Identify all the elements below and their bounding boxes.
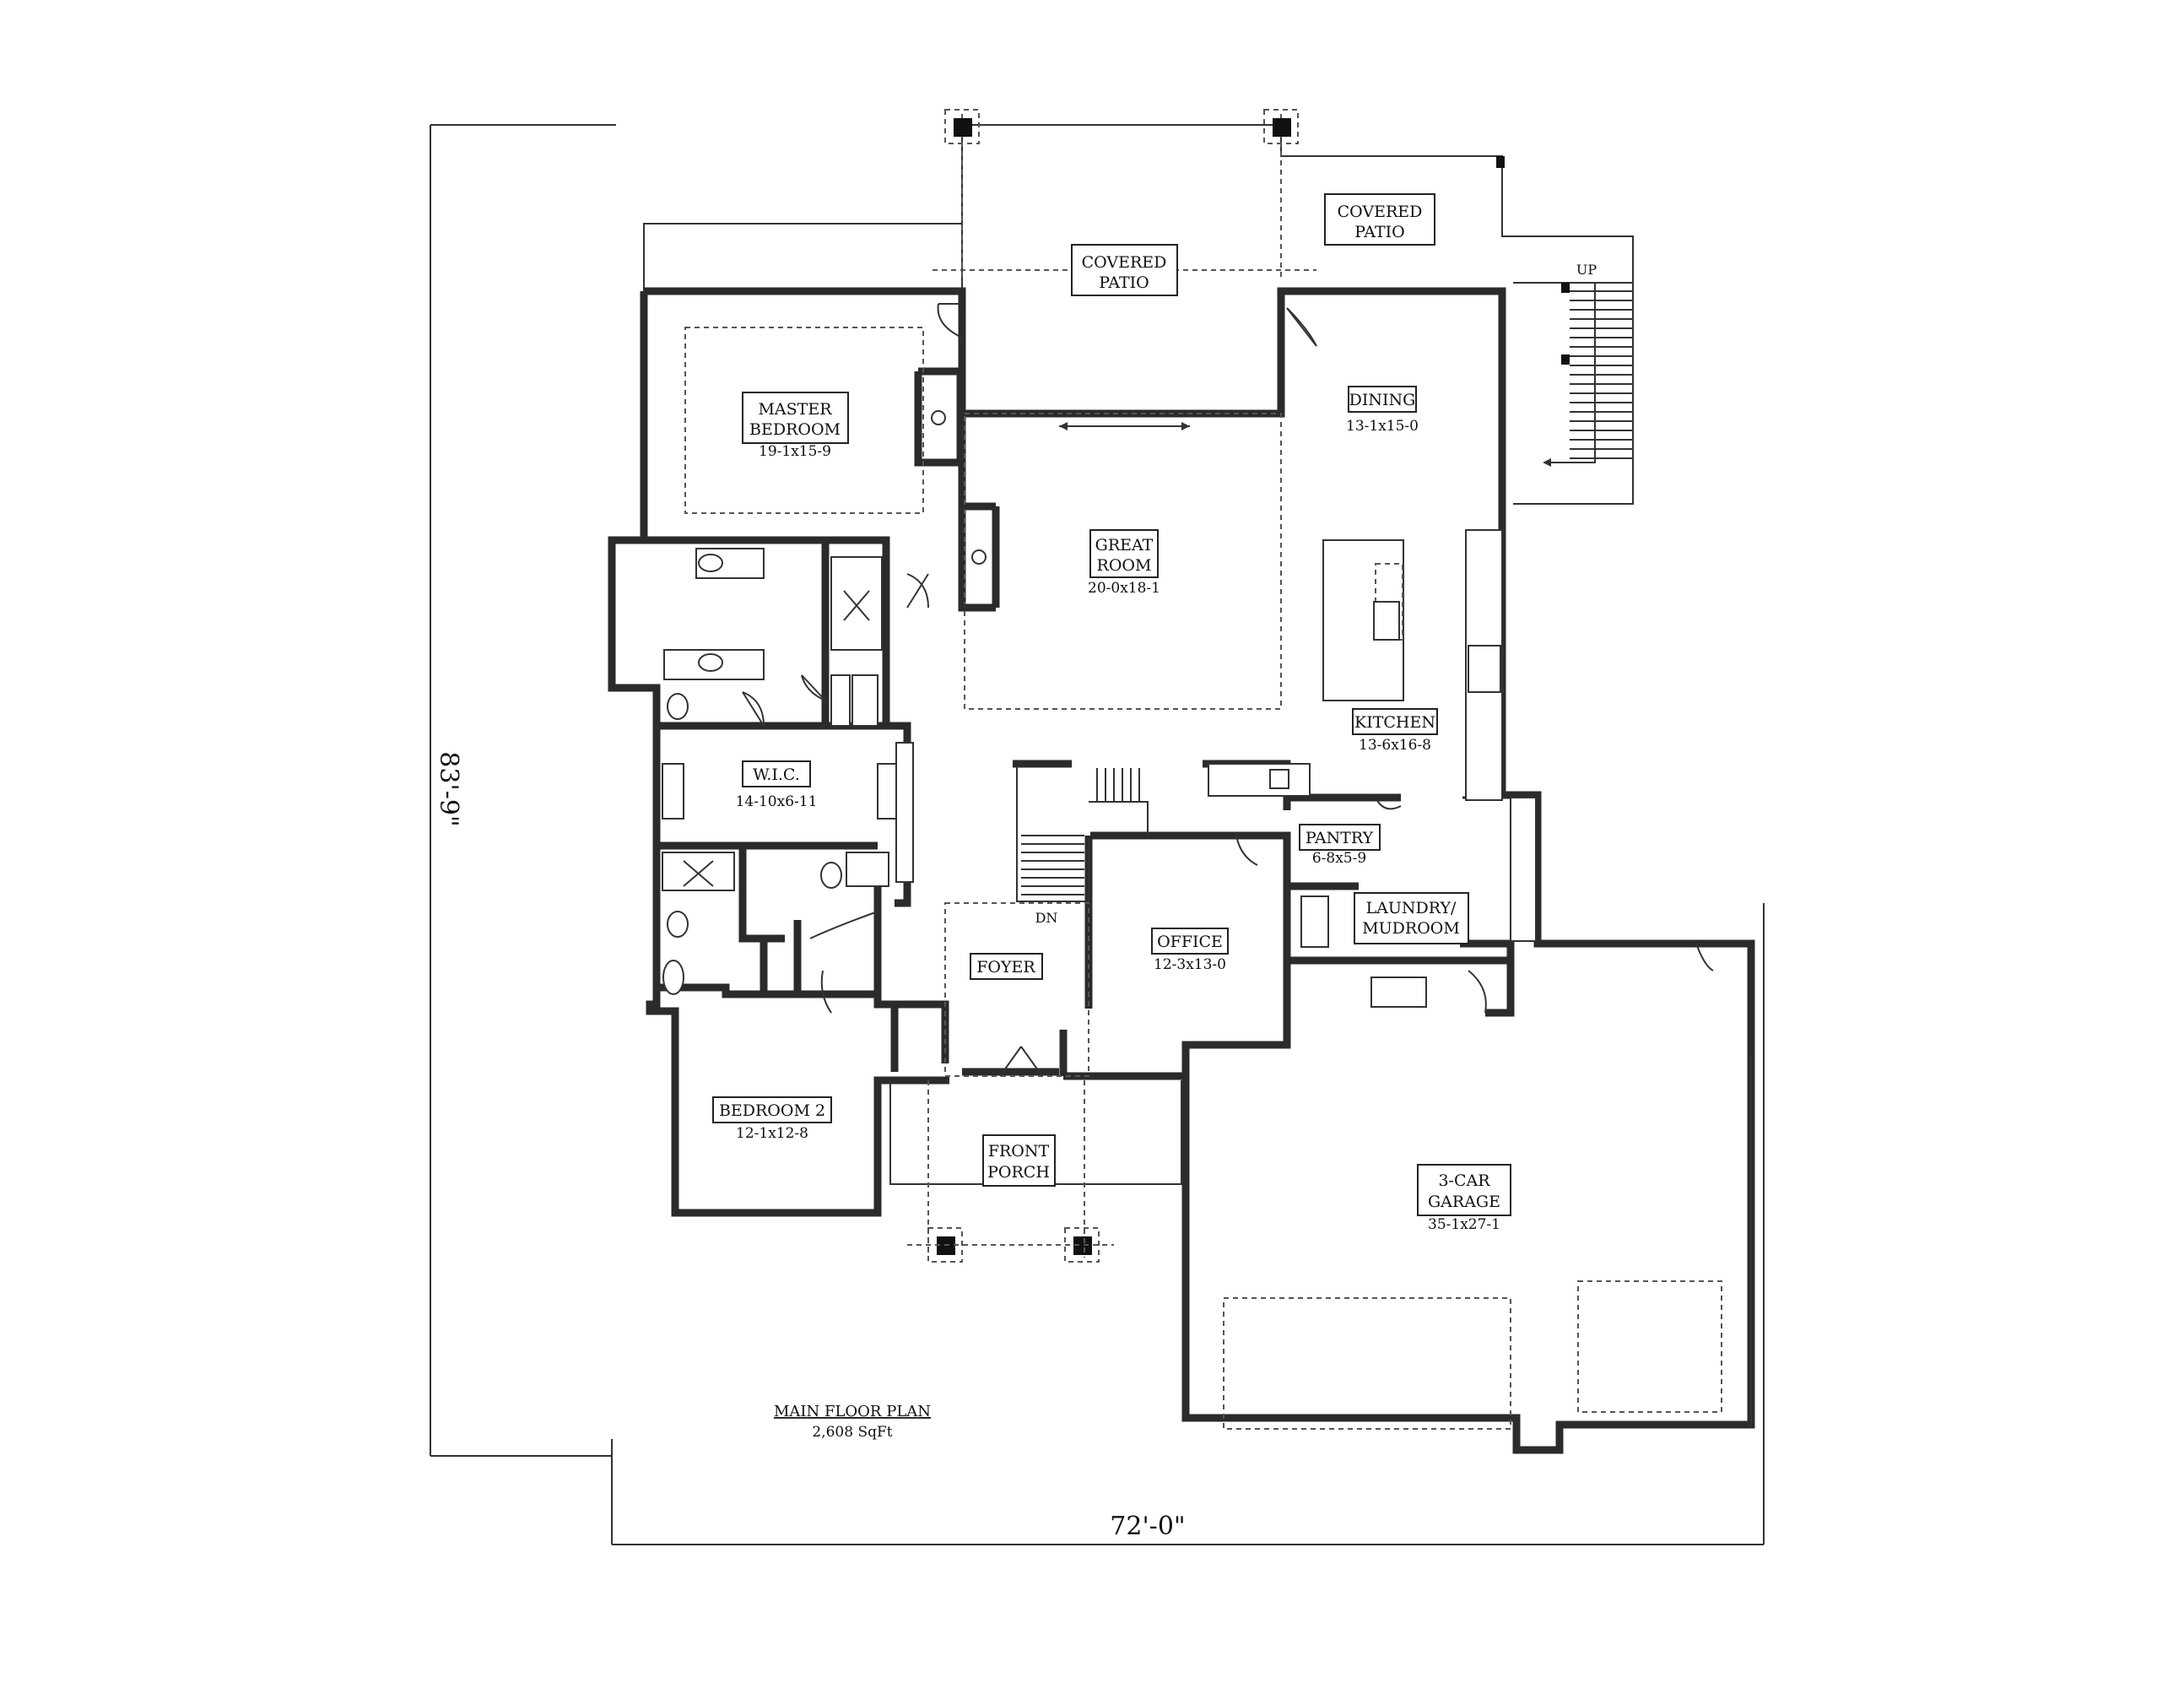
svg-text:35-1x27-1: 35-1x27-1 xyxy=(1428,1216,1500,1233)
svg-text:12-1x12-8: 12-1x12-8 xyxy=(736,1125,808,1142)
svg-text:W.I.C.: W.I.C. xyxy=(753,766,800,784)
svg-text:PORCH: PORCH xyxy=(987,1163,1050,1182)
fireplace-icon xyxy=(931,410,946,425)
svg-text:DINING: DINING xyxy=(1349,391,1416,409)
great-room-features xyxy=(964,413,1537,942)
post xyxy=(944,109,980,144)
toilet-icon xyxy=(820,862,842,889)
post xyxy=(1263,109,1299,144)
svg-text:COVERED: COVERED xyxy=(1082,253,1167,272)
stair-up-label: UP xyxy=(1576,262,1597,278)
svg-text:ROOM: ROOM xyxy=(1097,556,1152,575)
svg-text:13-1x15-0: 13-1x15-0 xyxy=(1346,418,1419,435)
room-great-room: GREAT ROOM 20-0x18-1 xyxy=(1088,529,1160,597)
room-bedroom-2: BEDROOM 2 12-1x12-8 xyxy=(712,1096,832,1142)
tub-icon xyxy=(662,960,684,995)
toilet-icon xyxy=(667,693,689,720)
svg-text:PATIO: PATIO xyxy=(1354,223,1404,241)
svg-text:2,608 SqFt: 2,608 SqFt xyxy=(812,1424,892,1441)
room-office: OFFICE 12-3x13-0 xyxy=(1151,928,1229,973)
svg-text:LAUNDRY/: LAUNDRY/ xyxy=(1366,899,1457,917)
width-dimension: 72'-0" xyxy=(611,903,1765,1545)
exterior-walls xyxy=(608,287,1755,1454)
fireplace-icon xyxy=(971,549,987,565)
svg-text:6-8x5-9: 6-8x5-9 xyxy=(1312,850,1366,867)
door-swings xyxy=(742,303,1714,1077)
width-dimension-label: 72'-0" xyxy=(1110,1512,1185,1541)
svg-text:PANTRY: PANTRY xyxy=(1306,829,1374,847)
svg-text:14-10x6-11: 14-10x6-11 xyxy=(736,793,818,810)
svg-text:MAIN FLOOR PLAN: MAIN FLOOR PLAN xyxy=(774,1403,931,1420)
range-icon xyxy=(1468,645,1501,693)
room-master-bedroom: MASTER BEDROOM 19-1x15-9 xyxy=(742,392,849,460)
svg-text:20-0x18-1: 20-0x18-1 xyxy=(1088,580,1160,597)
wic-shelves xyxy=(662,742,914,883)
room-foyer: FOYER xyxy=(970,953,1043,980)
room-garage: 3-CAR GARAGE 35-1x27-1 xyxy=(1417,1164,1511,1233)
room-kitchen: KITCHEN 13-6x16-8 xyxy=(1352,708,1438,754)
bath-fixtures xyxy=(662,548,1427,1008)
garage-doors xyxy=(1223,1055,1752,1430)
svg-text:BEDROOM: BEDROOM xyxy=(749,420,841,439)
fireplaces xyxy=(918,371,997,607)
svg-text:3-CAR: 3-CAR xyxy=(1438,1171,1490,1190)
svg-text:MUDROOM: MUDROOM xyxy=(1362,919,1460,938)
svg-text:BEDROOM 2: BEDROOM 2 xyxy=(719,1101,825,1120)
plan-title-block: MAIN FLOOR PLAN 2,608 SqFt xyxy=(774,1403,931,1441)
post xyxy=(1064,1227,1100,1263)
room-dining: DINING 13-1x15-0 xyxy=(1346,386,1419,435)
depth-dimension-label: 83'-9" xyxy=(434,751,463,826)
depth-dimension: 83'-9" xyxy=(430,124,616,1457)
rear-stairs: UP xyxy=(1513,262,1634,505)
master-ceiling xyxy=(684,327,924,514)
svg-text:FOYER: FOYER xyxy=(976,958,1035,977)
svg-text:19-1x15-9: 19-1x15-9 xyxy=(759,443,831,460)
svg-text:13-6x16-8: 13-6x16-8 xyxy=(1359,737,1431,754)
posts xyxy=(927,109,1299,1263)
toilet-icon xyxy=(667,911,689,938)
svg-text:MASTER: MASTER xyxy=(758,400,832,419)
room-covered-patio-center: COVERED PATIO xyxy=(1071,244,1178,296)
room-front-porch: FRONT PORCH xyxy=(982,1134,1056,1187)
svg-text:GARAGE: GARAGE xyxy=(1428,1193,1500,1211)
room-covered-patio-right: COVERED PATIO xyxy=(1324,193,1435,246)
svg-text:FRONT: FRONT xyxy=(988,1142,1050,1160)
svg-text:KITCHEN: KITCHEN xyxy=(1354,713,1435,732)
svg-text:GREAT: GREAT xyxy=(1095,536,1154,555)
svg-text:COVERED: COVERED xyxy=(1338,203,1423,221)
svg-text:12-3x13-0: 12-3x13-0 xyxy=(1154,956,1226,973)
interior-stairs: DN xyxy=(1016,766,1149,926)
svg-text:PATIO: PATIO xyxy=(1099,273,1149,292)
stair-down-label: DN xyxy=(1035,910,1058,926)
room-pantry: PANTRY 6-8x5-9 xyxy=(1299,824,1381,867)
room-laundry-mudroom: LAUNDRY/ MUDROOM xyxy=(1354,892,1469,944)
svg-text:OFFICE: OFFICE xyxy=(1157,933,1223,951)
room-wic: W.I.C. 14-10x6-11 xyxy=(736,760,818,810)
